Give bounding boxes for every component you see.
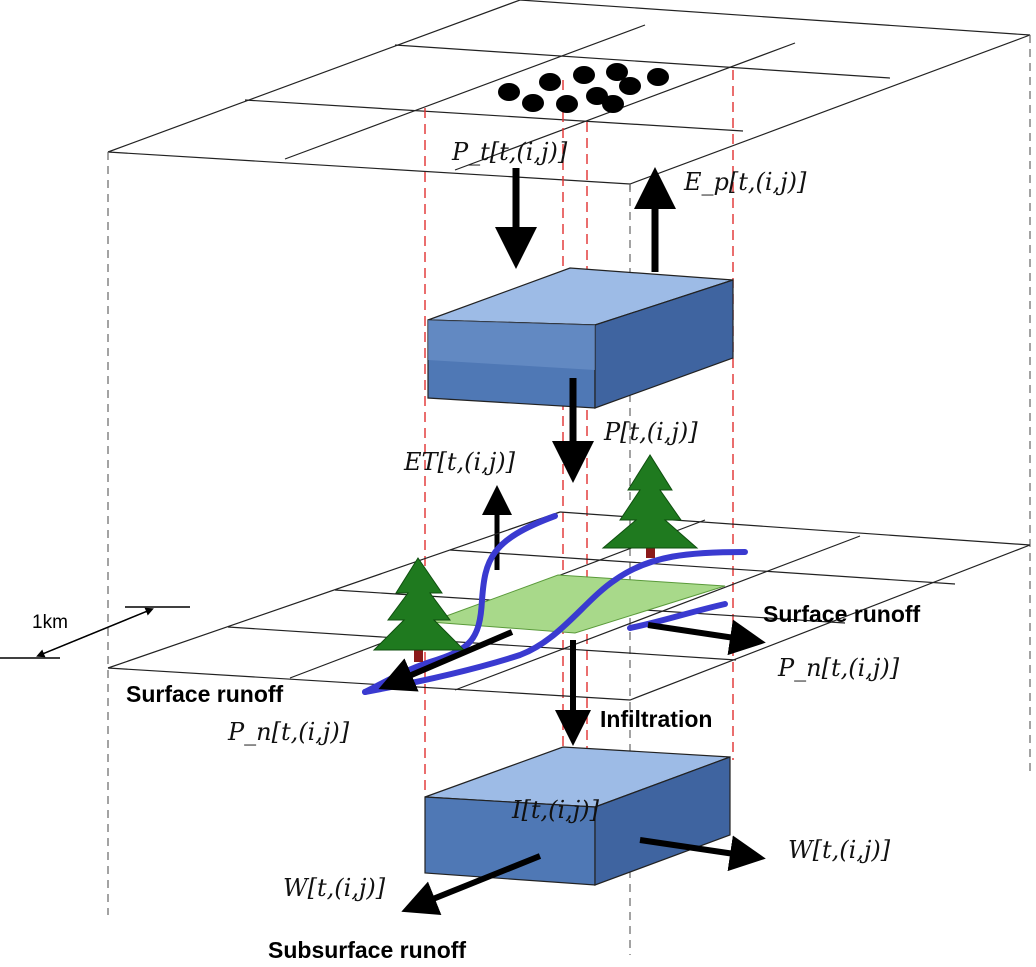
precip-total-label: P_t[t,(i,j)] (451, 138, 568, 166)
scale-label: 1km (32, 612, 68, 633)
flux-arrows-top (482, 167, 676, 570)
evaporation-label: E_p[t,(i,j)] (683, 168, 807, 196)
canopy-reservoir (427, 267, 734, 409)
infiltration-label: Infiltration (600, 706, 712, 732)
top-grid (107, 0, 1031, 190)
surface-runoff-left-label: Surface runoff (126, 681, 284, 707)
scale-bar (0, 606, 190, 659)
subsurface-right-label: W[t,(i,j)] (788, 836, 891, 864)
flux-arrows-subsurface (401, 835, 766, 915)
rain-drops-icon (498, 63, 669, 113)
infiltration-amount-label: I[t,(i,j)] (511, 796, 600, 824)
soil-reservoir (424, 746, 731, 886)
flux-arrows-ground (378, 619, 766, 746)
highlighted-cell (429, 574, 726, 634)
subsurface-runoff-label: Subsurface runoff (268, 937, 466, 963)
tree-icon (601, 454, 699, 558)
evapotranspiration-label: ET[t,(i,j)] (403, 448, 516, 476)
subsurface-left-label: W[t,(i,j)] (283, 874, 386, 902)
net-precip-left-label: P_n[t,(i,j)] (227, 718, 350, 746)
tree-icon (372, 557, 466, 662)
net-precip-right-label: P_n[t,(i,j)] (777, 654, 900, 682)
surface-runoff-right-label: Surface runoff (763, 601, 921, 627)
precip-through-label: P[t,(i,j)] (603, 418, 698, 446)
